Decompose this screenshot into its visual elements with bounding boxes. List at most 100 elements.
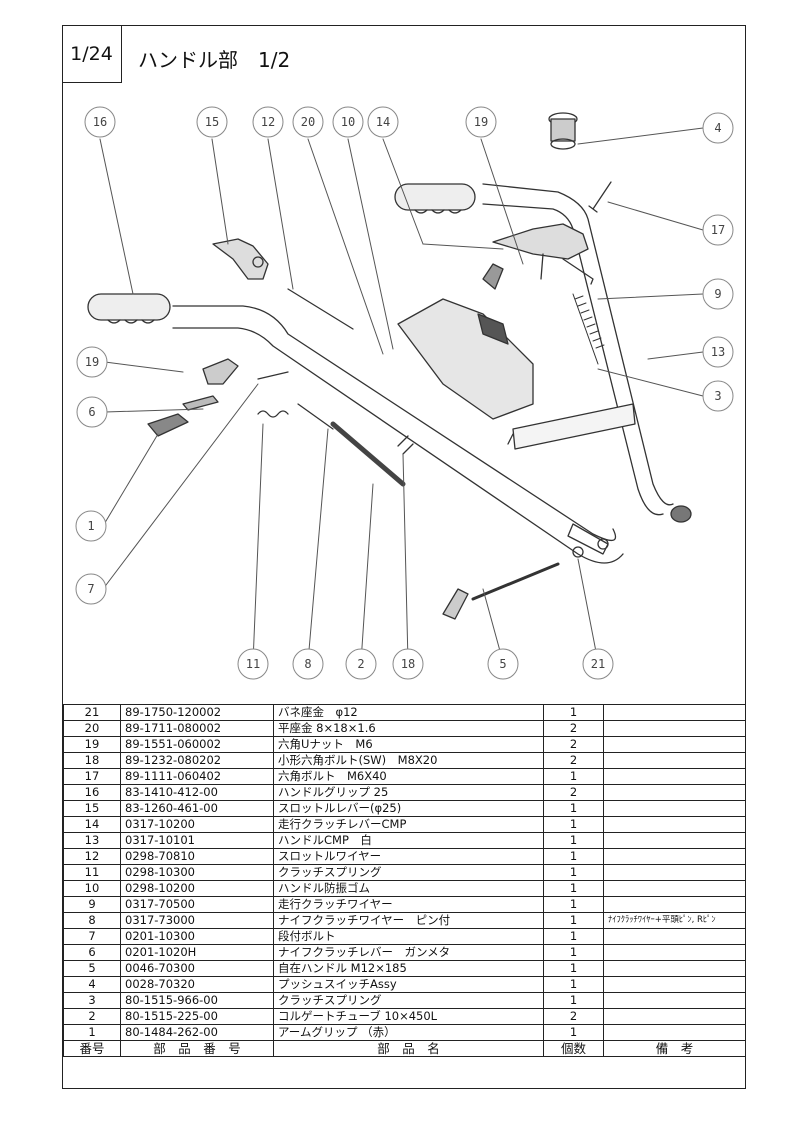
row-number-cell: 20	[63, 720, 121, 737]
part-name-cell: 走行クラッチレバーCMP	[273, 816, 544, 833]
remarks-cell	[603, 928, 746, 945]
callout-12: 12	[252, 106, 284, 138]
col-header-number: 番号	[63, 1040, 121, 1057]
remarks-cell	[603, 1024, 746, 1041]
bolt-18	[397, 435, 414, 455]
arm-grip	[147, 413, 189, 437]
page-number: 1/24	[62, 25, 122, 83]
part-name-cell: バネ座金 φ12	[273, 704, 544, 721]
remarks-cell	[603, 992, 746, 1009]
callout-16: 16	[84, 106, 116, 138]
quantity-cell: 2	[543, 752, 604, 769]
part-name-cell: ハンドル防振ゴム	[273, 880, 544, 897]
callout-label: 20	[301, 115, 315, 129]
callout-label: 15	[205, 115, 219, 129]
transmission-housing	[397, 263, 534, 445]
callout-10: 10	[332, 106, 364, 138]
spring-11	[257, 410, 289, 418]
knife-wire	[297, 403, 334, 430]
remarks-cell	[603, 816, 746, 833]
callout-label: 11	[246, 657, 260, 671]
remarks-cell	[603, 960, 746, 977]
quantity-cell: 1	[543, 912, 604, 929]
part-number-cell: 0028-70320	[120, 976, 274, 993]
handle-grip-right	[394, 183, 476, 214]
page-frame	[62, 25, 746, 1089]
part-number-cell: 0317-70500	[120, 896, 274, 913]
callout-label: 21	[591, 657, 605, 671]
remarks-cell	[603, 736, 746, 753]
quantity-cell: 2	[543, 720, 604, 737]
col-header-part-name: 部 品 名	[273, 1040, 544, 1057]
part-number-cell: 83-1260-461-00	[120, 800, 274, 817]
quantity-cell: 1	[543, 880, 604, 897]
remarks-cell	[603, 720, 746, 737]
remarks-cell	[603, 784, 746, 801]
part-name-cell: コルゲートチューブ 10×450L	[273, 1008, 544, 1025]
quantity-cell: 1	[543, 800, 604, 817]
callout-4: 4	[702, 112, 734, 144]
quantity-cell: 1	[543, 896, 604, 913]
quantity-cell: 1	[543, 992, 604, 1009]
remarks-cell	[603, 976, 746, 993]
remarks-cell	[603, 768, 746, 785]
part-number-cell: 80-1515-225-00	[120, 1008, 274, 1025]
part-number-cell: 89-1111-060402	[120, 768, 274, 785]
part-number-cell: 83-1410-412-00	[120, 784, 274, 801]
row-number-cell: 13	[63, 832, 121, 849]
part-name-cell: 六角Uナット M6	[273, 736, 544, 753]
row-number-cell: 6	[63, 944, 121, 961]
part-name-cell: クラッチスプリング	[273, 992, 544, 1009]
part-name-cell: クラッチスプリング	[273, 864, 544, 881]
push-switch	[548, 112, 578, 150]
part-number-cell: 80-1515-966-00	[120, 992, 274, 1009]
row-number-cell: 11	[63, 864, 121, 881]
quantity-cell: 1	[543, 848, 604, 865]
universal-handle	[442, 562, 560, 620]
callout-19: 19	[465, 106, 497, 138]
callout-label: 18	[401, 657, 415, 671]
col-header-remarks: 備 考	[603, 1040, 746, 1057]
part-name-cell: プッシュスイッチAssy	[273, 976, 544, 993]
callout-label: 5	[499, 657, 506, 671]
clutch-lever	[492, 223, 594, 285]
callout-20: 20	[292, 106, 324, 138]
callout-3: 3	[702, 380, 734, 412]
row-number-cell: 4	[63, 976, 121, 993]
callout-label: 17	[711, 223, 725, 237]
remarks-cell	[603, 704, 746, 721]
handle-grip-left	[87, 293, 171, 324]
part-name-cell: アームグリップ （赤）	[273, 1024, 544, 1041]
callout-18: 18	[392, 648, 424, 680]
quantity-cell: 2	[543, 1008, 604, 1025]
part-number-cell: 0298-10300	[120, 864, 274, 881]
callout-5: 5	[487, 648, 519, 680]
stepped-bolt	[257, 371, 289, 380]
corrugated-tube	[330, 421, 406, 487]
quantity-cell: 1	[543, 864, 604, 881]
row-number-cell: 15	[63, 800, 121, 817]
callout-label: 19	[85, 355, 99, 369]
row-number-cell: 17	[63, 768, 121, 785]
part-name-cell: スロットルレバー(φ25)	[273, 800, 544, 817]
callout-label: 12	[261, 115, 275, 129]
remarks-cell	[603, 896, 746, 913]
throttle-lever	[212, 238, 269, 280]
part-number-cell: 89-1750-120002	[120, 704, 274, 721]
quantity-cell: 1	[543, 960, 604, 977]
